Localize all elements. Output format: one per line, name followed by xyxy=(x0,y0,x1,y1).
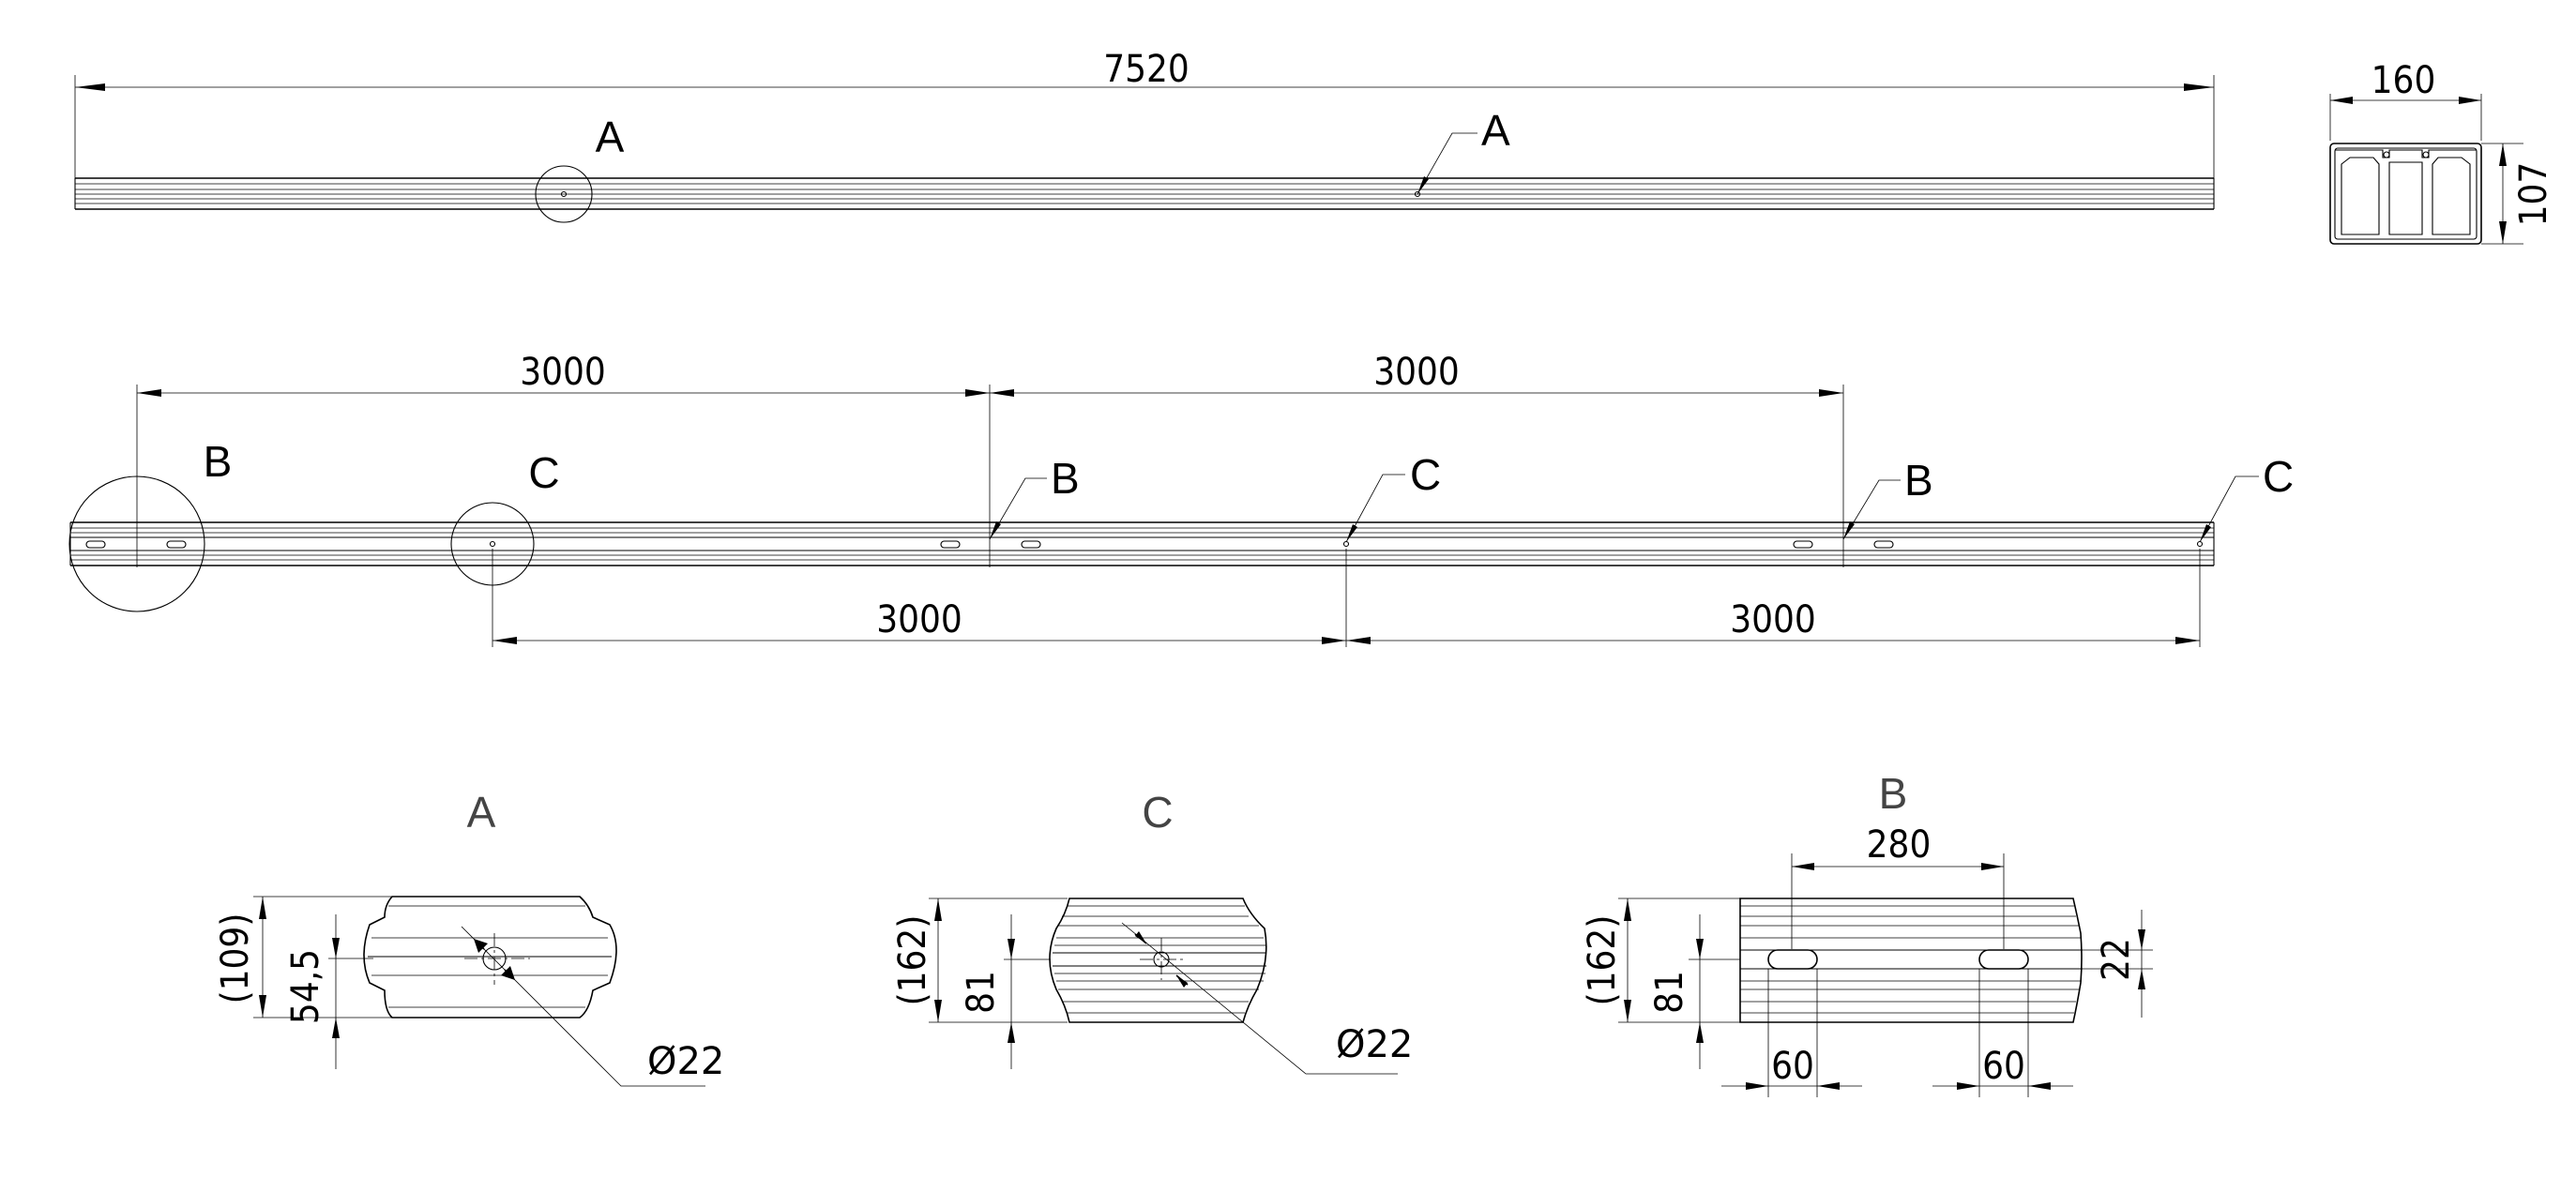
top-rail xyxy=(74,177,2215,210)
section-width-label: 160 xyxy=(2371,59,2436,102)
top-view: 7520 A A xyxy=(74,48,2215,223)
leader-c2-label: C xyxy=(2263,452,2294,501)
leader-c1-label: C xyxy=(1410,450,1441,499)
leader-c1 xyxy=(1345,474,1405,543)
leader-b2-label: B xyxy=(1904,456,1933,505)
section-height-label: 107 xyxy=(2512,162,2555,227)
detail-b-slot-height-label: 22 xyxy=(2095,938,2138,981)
leader-b2 xyxy=(1842,479,1901,540)
detail-b-slot-left xyxy=(1767,949,1818,970)
detail-c-half-height-label: 81 xyxy=(960,971,1003,1014)
side-view: 3000 3000 xyxy=(68,351,2294,647)
detail-circle-c-label: C xyxy=(528,448,559,497)
cross-section-view: 160 107 xyxy=(2329,59,2555,245)
detail-c-diameter-label: Ø22 xyxy=(1336,1023,1413,1066)
detail-b-slot-spacing-label: 280 xyxy=(1867,823,1932,867)
side-rail xyxy=(69,521,2215,566)
detail-circle-a-label: A xyxy=(596,113,625,161)
detail-a-overall-height-label: (109) xyxy=(214,913,257,1004)
detail-a-half-height-label: 54,5 xyxy=(284,949,327,1024)
detail-a-diameter-label: Ø22 xyxy=(647,1040,724,1083)
spacing-bottom-1-label: 3000 xyxy=(876,598,962,641)
detail-circle-b xyxy=(68,475,205,612)
detail-a-view: A Ø22 (109) 54,5 xyxy=(214,788,724,1087)
detail-b-view: B 280 (162) 81 xyxy=(1581,769,2153,1097)
detail-b-overall-height-label: (162) xyxy=(1581,915,1624,1006)
detail-circle-a xyxy=(535,165,593,223)
overall-length-label: 7520 xyxy=(1103,48,1190,91)
detail-c-overall-height-label: (162) xyxy=(891,915,934,1006)
detail-b-half-height-label: 81 xyxy=(1648,971,1691,1014)
detail-a-profile xyxy=(363,896,617,1018)
detail-circle-b-label: B xyxy=(204,437,233,486)
detail-b-slot-length-2-label: 60 xyxy=(1982,1045,2025,1088)
leader-a-label: A xyxy=(1481,106,1510,155)
detail-c-profile xyxy=(1049,898,1267,1023)
detail-b-title: B xyxy=(1879,769,1908,818)
leader-b1 xyxy=(989,477,1047,540)
leader-b1-label: B xyxy=(1051,454,1080,503)
leader-c2 xyxy=(2199,475,2259,543)
detail-a-title: A xyxy=(467,788,496,837)
spacing-top-1-label: 3000 xyxy=(520,351,606,394)
spacing-bottom-2-label: 3000 xyxy=(1730,598,1816,641)
spacing-top-2-label: 3000 xyxy=(1373,351,1460,394)
detail-b-slot-right xyxy=(1978,949,2029,970)
detail-b-slot-length-1-label: 60 xyxy=(1771,1045,1814,1088)
channel-profile xyxy=(2329,143,2482,245)
detail-c-title: C xyxy=(1142,788,1173,837)
detail-b-profile xyxy=(1739,898,2083,1023)
detail-c-view: C Ø22 (162) 81 xyxy=(891,788,1413,1075)
leader-a xyxy=(1417,132,1477,195)
